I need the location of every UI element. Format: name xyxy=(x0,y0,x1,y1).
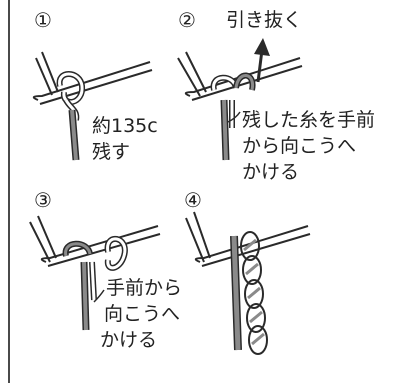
step1-illustration xyxy=(32,51,153,161)
step4-illustration xyxy=(185,211,311,355)
step-3-note-line-2: 向こうへ xyxy=(104,303,181,325)
left-border-line xyxy=(8,0,10,383)
step3-illustration xyxy=(29,215,161,331)
step2-illustration xyxy=(177,38,303,161)
step-2-note-line-2: から向こうへ xyxy=(242,135,357,157)
step-3-number: ③ xyxy=(34,188,52,212)
step-2-note-line-3: かける xyxy=(242,161,300,183)
step-3-note-line-1: 手前から xyxy=(106,277,183,299)
step-2-title: 引き抜く xyxy=(226,9,303,31)
step-2-number: ② xyxy=(178,8,196,32)
step-4-number: ④ xyxy=(184,188,202,212)
step-1-note-line-1: 約135c xyxy=(92,115,158,137)
step-1-number: ① xyxy=(34,8,52,32)
step-3-note-line-3: かける xyxy=(100,329,158,351)
step-2-note-line-1: 残した糸を手前 xyxy=(242,109,376,131)
step-1-note-line-2: 残す xyxy=(92,141,131,163)
